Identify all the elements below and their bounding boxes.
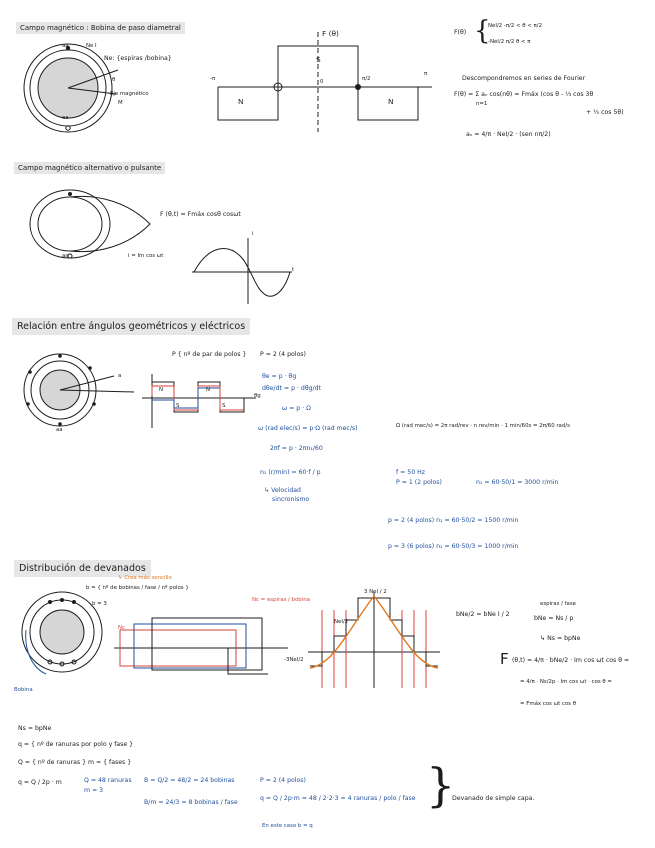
fourier-title: Descompondremos en series de Fourier <box>462 75 586 82</box>
axis-t-label: t <box>292 267 295 273</box>
label-n-wave-2: N <box>206 387 211 393</box>
sync-speed-note-2: sincronismo <box>272 496 310 503</box>
sync-speed-1500: p = 2 (4 polos) n₁ = 60·50/2 = 1500 r/mi… <box>388 517 519 524</box>
winding-layout-diagram <box>114 617 288 675</box>
label-f-theta: F (θ) <box>322 29 339 38</box>
bne-relation: bNe/2 = bNe I / 2 <box>456 611 510 618</box>
m-value: m = 3 <box>84 787 104 794</box>
fourier-sum-index: n=1 <box>476 101 488 107</box>
label-nei: Ne I <box>86 43 97 49</box>
label-aa-bottom: aa <box>62 115 69 121</box>
mmf-symbol: F <box>500 650 509 668</box>
bne-equation: bNe = Ns / p <box>534 615 574 622</box>
axis-i-label: i <box>252 231 254 237</box>
label-pi-half: π/2 <box>362 76 371 82</box>
label-s-wave-2: S <box>222 403 226 409</box>
mmf-square-wave-diagram <box>217 32 432 132</box>
q-calculation: q = Q / 2p·m = 48 / 2·2·3 = 4 ranuras / … <box>260 795 416 802</box>
sync-speed-note: ↳ Velocidad <box>264 487 301 494</box>
step-label: NeI/2 <box>334 619 349 625</box>
label-bobina: Bobina <box>14 687 33 693</box>
pole-pairs-1: P = 1 (2 polos) <box>396 479 442 486</box>
label-aa-top: aa <box>62 43 69 49</box>
nc-definition: Nc = espiras / bobina <box>252 597 310 603</box>
label-pi: π <box>424 71 428 77</box>
ns-relation: Ns = bpNe <box>18 725 52 732</box>
omega-conversion: Ω (rad mec/s) = 2π rad/rev · n rev/min ·… <box>396 423 570 429</box>
sync-speed-3000: n₁ = 60·50/1 = 3000 r/min <box>476 479 559 486</box>
eq-derivative: dθe/dt = p · dθg/dt <box>262 385 321 392</box>
section-title-distribucion-devanados: Distribución de devanados <box>14 560 151 577</box>
distributed-winding-stator <box>21 591 103 675</box>
sync-speed-1000: p = 3 (6 polos) n₁ = 60·50/3 = 1000 r/mi… <box>388 543 519 550</box>
label-aa-s2: aa <box>62 253 69 259</box>
mmf-distributed-eq: (θ,t) = 4/π · bNe/2 · Im cos ωt cos θ = <box>512 657 630 664</box>
single-layer-winding: Devanado de simple capa. <box>452 795 535 802</box>
orange-note: ↳ Crea más sencillo <box>118 575 172 581</box>
label-n-right: N <box>388 97 394 106</box>
eq-electrical-angle: θe = p · θg <box>262 373 297 380</box>
piecewise-lhs: F(θ) <box>454 29 467 36</box>
label-s: S <box>316 55 321 64</box>
closing-brace: } <box>426 758 456 812</box>
B-value: B = Q/2 = 48/2 = 24 bobinas <box>144 777 235 784</box>
label-m: M <box>118 100 123 106</box>
label-n-left: N <box>238 97 244 106</box>
stepped-mmf-plot <box>308 592 440 688</box>
label-s-wave: S <box>176 403 180 409</box>
label-minus-pi: -π <box>210 76 216 82</box>
piecewise-case-1: NeI/2 -π/2 < θ < π/2 <box>488 23 543 29</box>
B-per-phase: B/m = 24/3 = 8 bobinas / fase <box>144 799 238 806</box>
label-zero: 0 <box>320 79 324 85</box>
section-title-campo-magnetico: Campo magnético : Bobina de paso diametr… <box>16 22 185 34</box>
case-note: En este caso b = q <box>262 823 313 829</box>
negative-peak-label: -3NeI/2 <box>284 657 304 663</box>
current-expression: i = Im cos ωt <box>128 253 164 259</box>
fourier-equation: F(θ) = Σ aₙ cos(nθ) = Fmáx (cos θ - ⅓ co… <box>454 91 594 98</box>
label-theta: θ <box>112 77 116 83</box>
label-aa-s3: aa <box>56 427 63 433</box>
label-eje-magnetico: Eje magnético <box>110 91 149 97</box>
ns-equation: ↳ Ns = bpNe <box>540 635 581 642</box>
b-value: b = 3 <box>92 601 107 607</box>
piecewise-brace: { <box>474 16 491 46</box>
eq-omega: ω = p · Ω <box>282 405 311 412</box>
sine-wave-plot <box>192 238 292 304</box>
four-pole-stator-diagram <box>23 353 135 427</box>
espiras-fase: espiras / fase <box>540 601 576 607</box>
piecewise-case-2: -NeI/2 π/2 θ < π <box>488 39 531 45</box>
an-coefficient: aₙ = 4/π · NeI/2 · (sen nπ/2) <box>466 131 551 138</box>
Q-value: Q = 48 ranuras <box>84 777 132 784</box>
fourier-equation-2: + ⅕ cos 5θ) <box>586 109 624 116</box>
four-pole-mmf-wave <box>142 374 256 428</box>
label-a-stator: a <box>118 373 122 379</box>
p-value: P = 2 (4 polos) <box>260 777 306 784</box>
mmf-distributed-eq-3: = Fmáx cos ωt cos θ <box>520 701 576 707</box>
eq-sync-speed: n₁ (r/min) = 60·f / p <box>260 469 321 476</box>
pulsating-field-diagram <box>29 189 151 259</box>
pair-of-poles-def: P { nº de par de polos } <box>172 351 247 358</box>
section-title-relacion-angulos: Relación entre ángulos geométricos y elé… <box>12 318 251 335</box>
section-title-campo-alternativo: Campo magnético alternativo o pulsante <box>14 162 166 174</box>
Q-definition: Q = { nº de ranuras } m = { fases } <box>18 759 132 766</box>
pulsating-mmf-equation: F (θ,t) = Fmáx cosθ cosωt <box>160 211 241 218</box>
frequency-value: f = 50 Hz <box>396 469 426 476</box>
label-n-wave: N <box>159 387 164 393</box>
mmf-distributed-eq-2: = 4/π · Ns/2p · Im cos ωt · cos θ = <box>520 679 612 685</box>
stator-diagram-1 <box>23 43 119 133</box>
q-definition: q = { nº de ranuras por polo y fase } <box>18 741 134 748</box>
eq-frequency: 2πf = p · 2πn₁/60 <box>270 445 323 452</box>
eq-omega-units: ω (rad elec/s) = p·Ω (rad mec/s) <box>258 425 358 432</box>
q-equation: q = Q / 2p · m <box>18 779 62 786</box>
b-definition: b = { nº de bobinas / fase / nº polos } <box>86 585 189 591</box>
peak-label: 3 NeI / 2 <box>364 589 387 595</box>
pair-of-poles-value: P = 2 (4 polos) <box>260 351 306 358</box>
nc-symbol: Nc <box>118 625 125 631</box>
label-ne-definition: Ne: {espiras /bobina} <box>104 55 172 62</box>
label-theta-g: θg <box>254 393 261 399</box>
